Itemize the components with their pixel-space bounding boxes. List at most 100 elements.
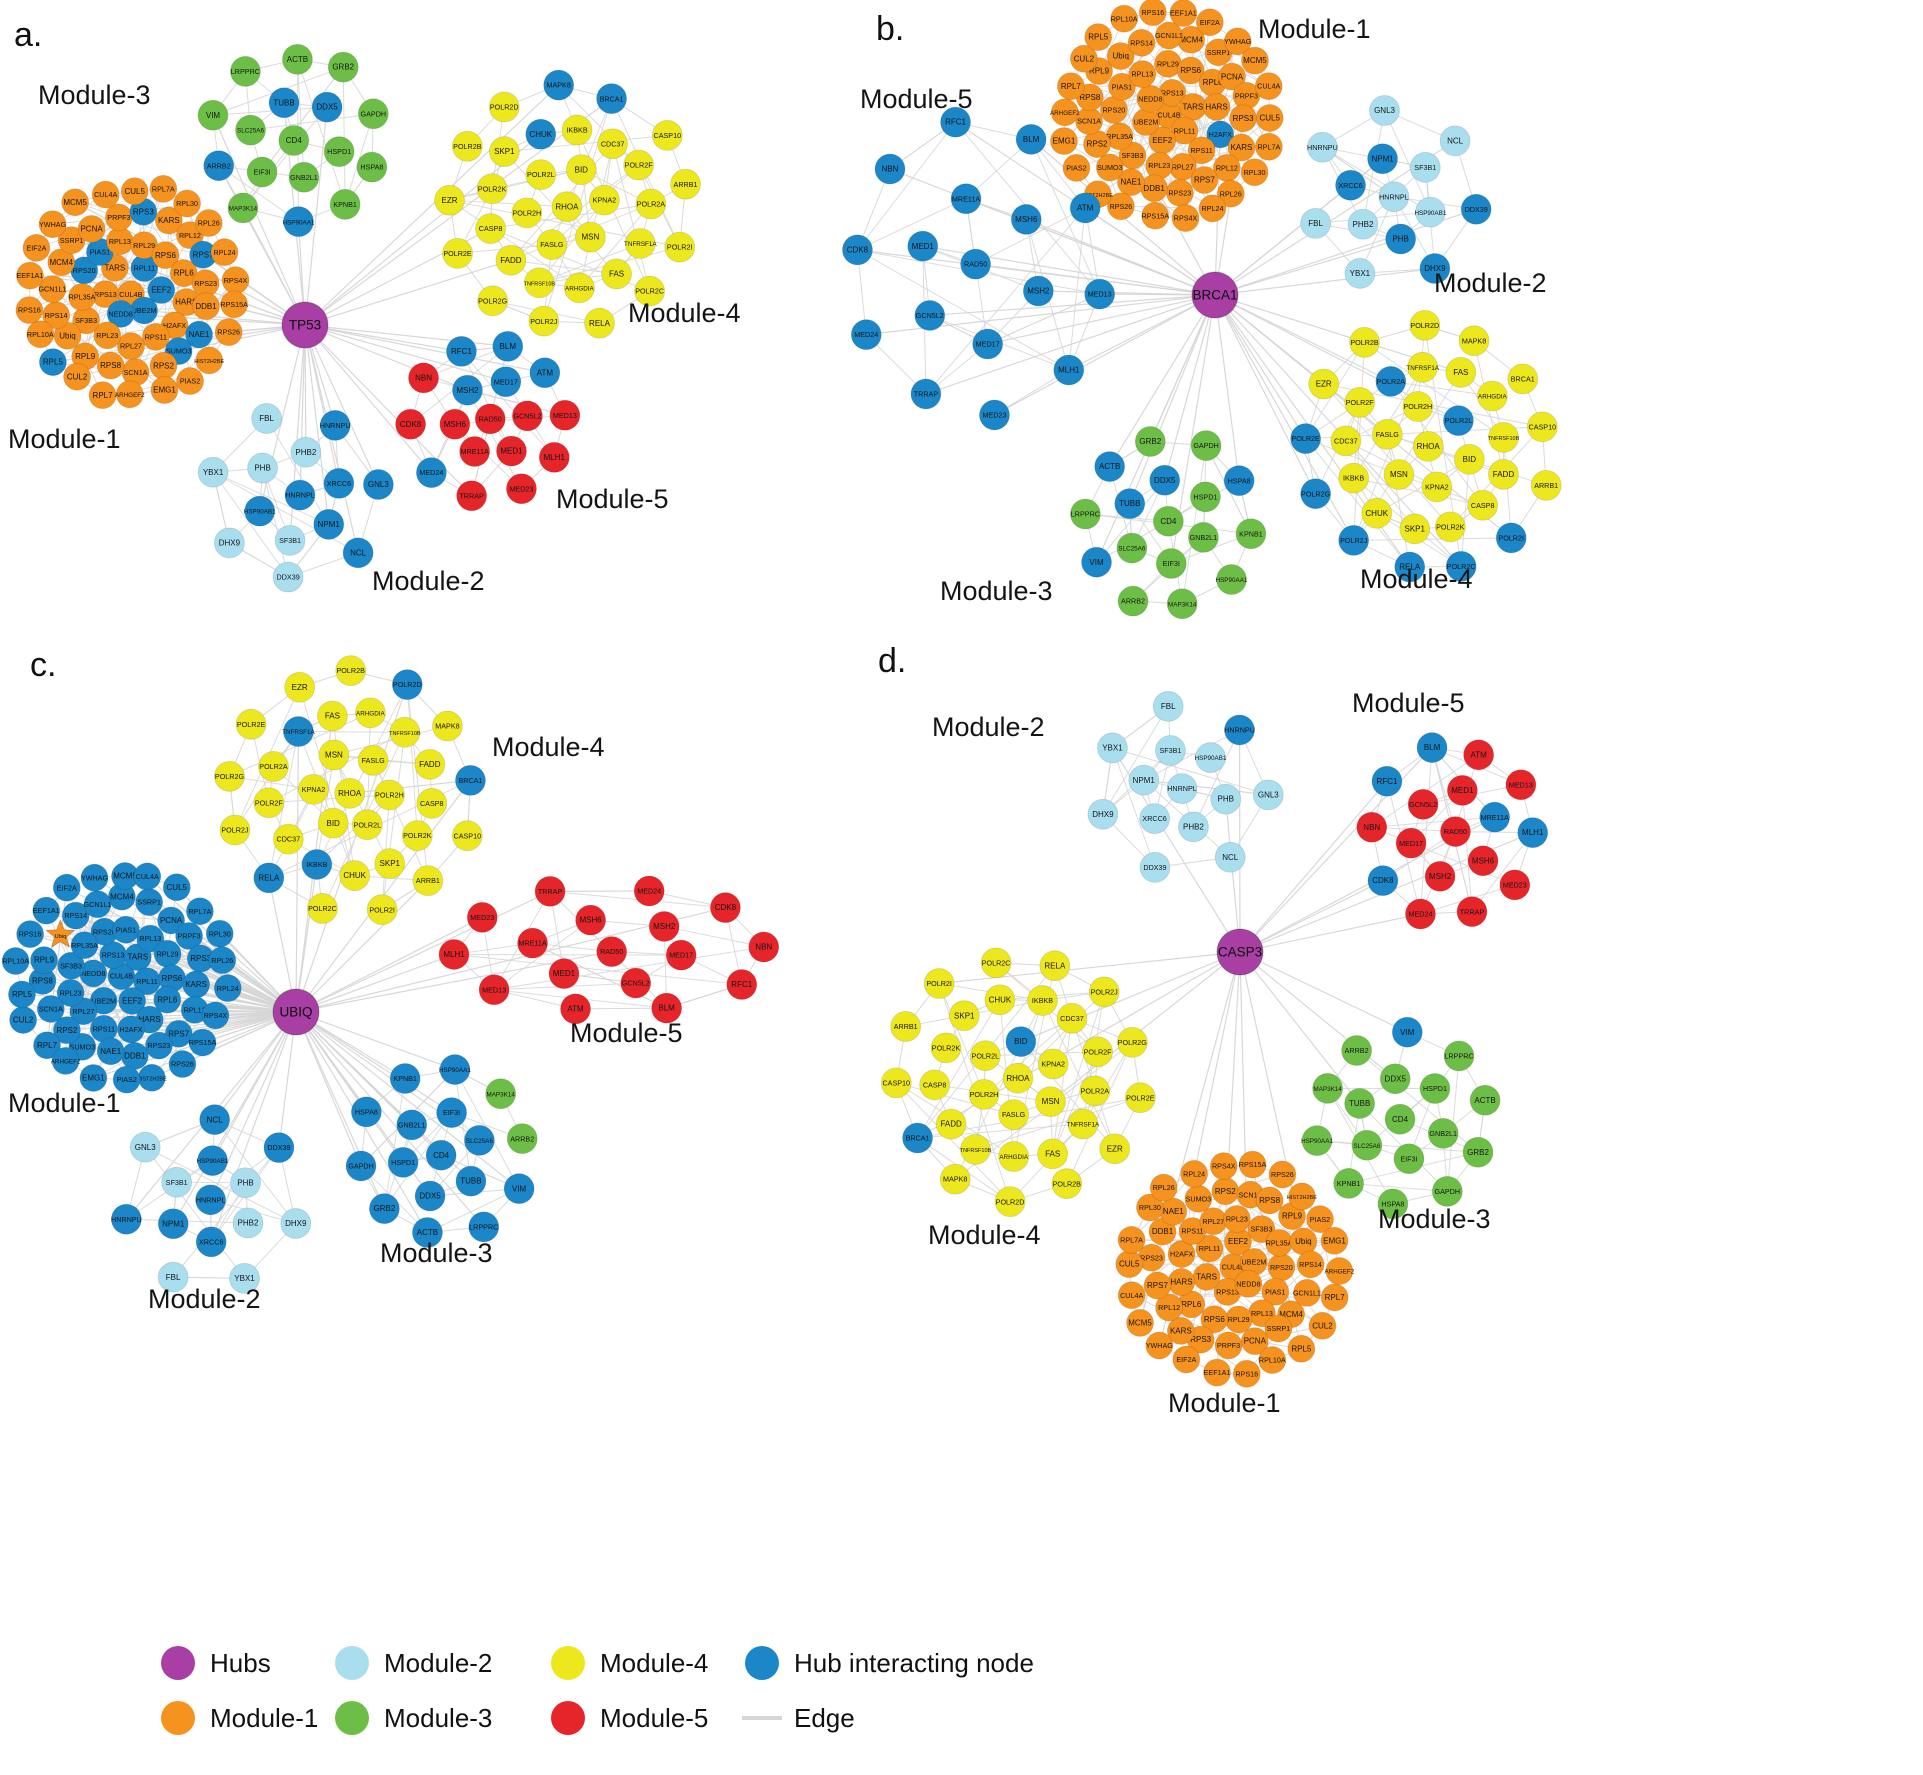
network-node[interactable]: [51, 1046, 80, 1075]
network-node[interactable]: [1180, 1160, 1209, 1188]
network-node[interactable]: [88, 381, 117, 410]
network-node[interactable]: [1394, 551, 1426, 583]
network-node[interactable]: [38, 210, 67, 239]
network-node[interactable]: [935, 1108, 967, 1140]
network-node[interactable]: [1443, 405, 1474, 437]
network-node[interactable]: [1495, 522, 1527, 554]
network-node[interactable]: [496, 435, 527, 467]
network-node[interactable]: [1479, 801, 1511, 833]
network-node[interactable]: [548, 958, 580, 990]
network-node[interactable]: [1409, 309, 1441, 341]
network-node[interactable]: [414, 748, 446, 780]
network-node[interactable]: [439, 408, 471, 440]
network-node[interactable]: [1288, 1182, 1316, 1211]
network-node[interactable]: [283, 716, 314, 747]
network-node[interactable]: [1116, 532, 1148, 564]
network-node[interactable]: [389, 1063, 421, 1094]
network-node[interactable]: [1427, 1117, 1459, 1149]
network-node[interactable]: [490, 366, 522, 398]
network-node[interactable]: [141, 322, 170, 351]
network-node[interactable]: [1424, 860, 1456, 892]
network-node[interactable]: [1267, 1253, 1296, 1282]
network-node[interactable]: [1134, 426, 1166, 457]
network-node[interactable]: [1149, 1173, 1178, 1202]
network-node[interactable]: [91, 180, 120, 209]
network-node[interactable]: [1117, 168, 1145, 196]
network-node[interactable]: [1416, 732, 1448, 763]
network-node[interactable]: [1330, 425, 1362, 457]
network-node[interactable]: [1166, 1316, 1195, 1345]
network-node[interactable]: [980, 947, 1012, 979]
network-node[interactable]: [278, 125, 310, 156]
network-node[interactable]: [1505, 769, 1537, 801]
network-node[interactable]: [1399, 513, 1431, 545]
network-node[interactable]: [335, 655, 367, 686]
network-node[interactable]: [1203, 1358, 1231, 1387]
network-node[interactable]: [1393, 1143, 1425, 1175]
network-node[interactable]: [130, 296, 159, 325]
network-node[interactable]: [1371, 418, 1403, 450]
network-node[interactable]: [960, 1134, 991, 1165]
network-node[interactable]: [1139, 851, 1171, 883]
network-node[interactable]: [1195, 742, 1226, 773]
network-node[interactable]: [596, 936, 628, 967]
network-node[interactable]: [998, 1099, 1030, 1130]
network-node[interactable]: [391, 669, 423, 701]
network-node[interactable]: [536, 229, 568, 261]
network-node[interactable]: [1152, 690, 1184, 722]
network-node[interactable]: [1169, 0, 1198, 27]
network-node[interactable]: [301, 849, 333, 880]
network-node[interactable]: [1117, 585, 1149, 617]
network-node[interactable]: [153, 939, 182, 968]
network-node[interactable]: [362, 469, 394, 500]
network-node[interactable]: [1178, 92, 1207, 121]
network-node[interactable]: [1094, 451, 1126, 482]
network-node[interactable]: [1467, 489, 1499, 521]
network-node[interactable]: [374, 848, 406, 880]
network-node[interactable]: [1375, 365, 1407, 397]
network-node[interactable]: [111, 915, 140, 944]
network-node[interactable]: [1443, 1040, 1475, 1072]
network-node[interactable]: [1218, 62, 1246, 91]
network-node[interactable]: [412, 865, 444, 897]
network-node[interactable]: [1517, 817, 1549, 849]
network-node[interactable]: [272, 561, 304, 593]
network-node[interactable]: [1050, 98, 1079, 127]
network-node[interactable]: [210, 238, 239, 267]
network-node[interactable]: [235, 114, 266, 146]
network-node[interactable]: [584, 307, 615, 339]
network-node[interactable]: [1241, 46, 1269, 75]
network-node[interactable]: [118, 987, 147, 1015]
network-node[interactable]: [79, 1064, 108, 1092]
network-node[interactable]: [194, 209, 223, 237]
network-node[interactable]: [284, 671, 316, 703]
network-node[interactable]: [1351, 1129, 1383, 1161]
network-node[interactable]: [551, 191, 583, 223]
network-node[interactable]: [214, 527, 245, 559]
network-node[interactable]: [1463, 739, 1495, 771]
network-node[interactable]: [1095, 153, 1124, 182]
network-node[interactable]: [120, 1042, 149, 1070]
network-node[interactable]: [1184, 1184, 1213, 1213]
network-node[interactable]: [446, 336, 477, 367]
network-node[interactable]: [251, 403, 283, 434]
network-node[interactable]: [1067, 1108, 1099, 1140]
network-node[interactable]: [283, 206, 314, 238]
network-node[interactable]: [1338, 462, 1370, 494]
network-node[interactable]: [560, 993, 591, 1025]
network-node[interactable]: [185, 320, 213, 349]
network-node[interactable]: [1293, 1278, 1321, 1307]
network-node[interactable]: [188, 1028, 217, 1057]
network-node[interactable]: [1056, 72, 1085, 101]
network-node[interactable]: [339, 860, 371, 891]
network-node[interactable]: [624, 228, 656, 259]
network-node[interactable]: [1300, 478, 1332, 510]
network-node[interactable]: [307, 893, 338, 924]
network-node[interactable]: [1296, 1250, 1325, 1279]
network-node[interactable]: [1140, 174, 1169, 203]
network-node[interactable]: [495, 244, 527, 276]
network-node[interactable]: [61, 188, 90, 217]
network-node[interactable]: [1229, 104, 1257, 133]
network-node[interactable]: [1419, 253, 1451, 284]
network-node[interactable]: [195, 1184, 227, 1216]
